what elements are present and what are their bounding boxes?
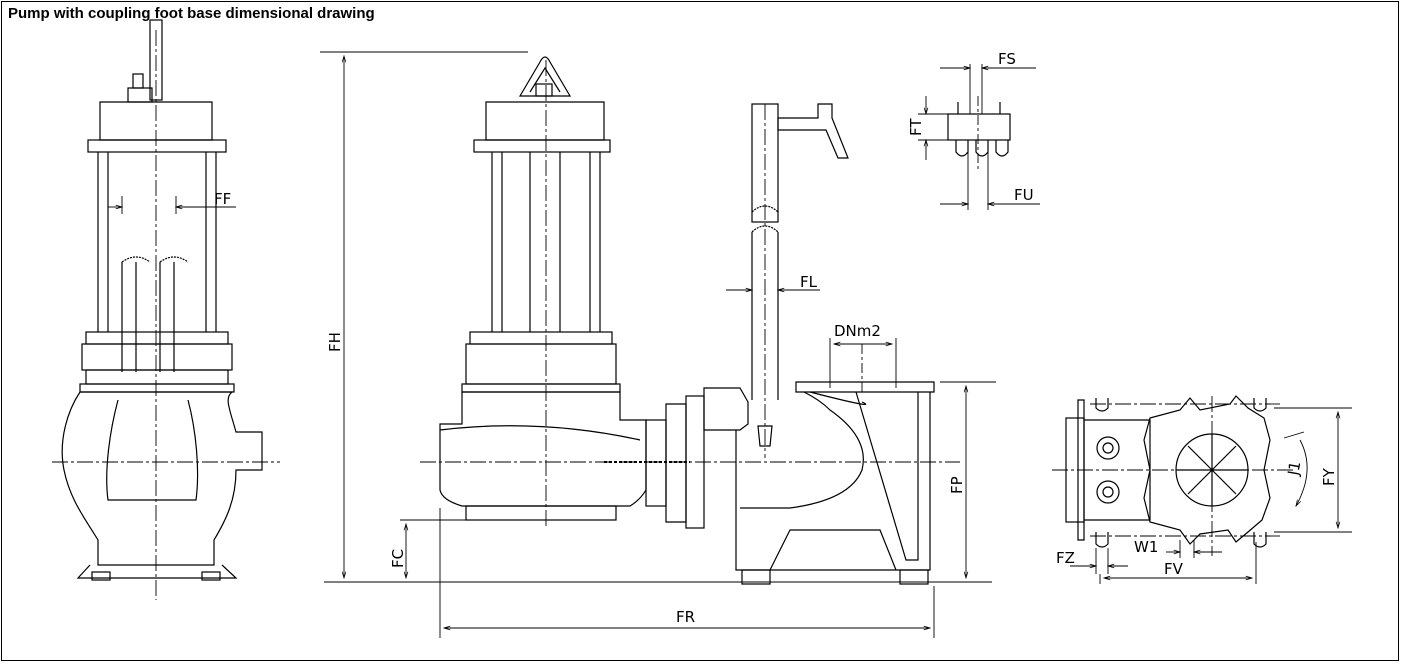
drawing-title: Pump with coupling foot base dimensional… [8,5,375,22]
dim-label-j1: J1 [1284,460,1304,478]
dim-label-fc: FC [389,549,407,568]
dim-label-fy: FY [1320,467,1338,486]
dim-label-ff: FF [214,190,231,208]
dim-label-fz: FZ [1056,549,1075,567]
dim-label-fu: FU [1014,186,1034,204]
dim-label-fl: FL [800,273,818,291]
dim-label-fs: FS [998,50,1016,68]
pump-side-view [320,51,992,638]
dim-label-fh: FH [326,332,344,352]
dim-label-fr: FR [676,608,695,626]
dim-label-fv: FV [1164,560,1184,578]
dim-label-w1: W1 [1134,538,1158,556]
guide-rail-and-coupling-foot [703,103,996,585]
dim-label-fp: FP [948,476,966,494]
dim-label-ft: FT [907,118,925,136]
bracket-detail [918,64,1040,210]
dim-label-dnm2: DNm2 [834,322,881,340]
plan-view [1052,395,1352,584]
pump-front-view [52,19,280,600]
